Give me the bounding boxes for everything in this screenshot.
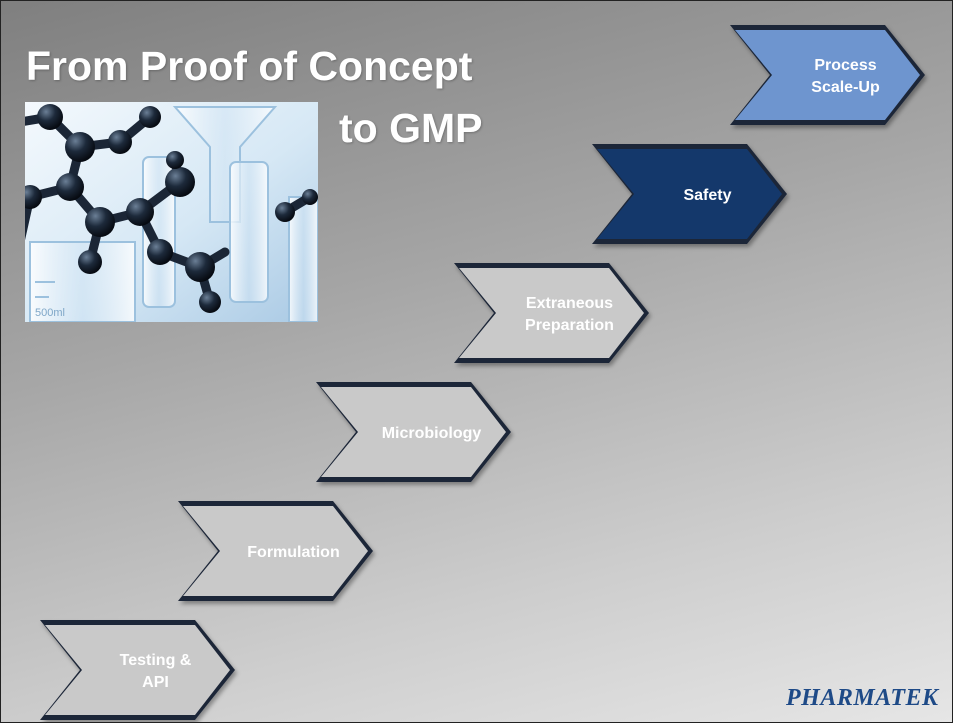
step-chevron-2: Formulation: [178, 501, 373, 601]
chevron-face: [321, 387, 506, 477]
step-label: Microbiology: [382, 425, 482, 442]
chevron-face: [459, 268, 644, 358]
step-label: Scale-Up: [811, 79, 880, 96]
step-label: Formulation: [247, 544, 339, 561]
chevron-face: [735, 30, 920, 120]
slide-title-line-2: to GMP: [339, 105, 483, 151]
pharmatek-logo: PHARMATEK: [786, 685, 939, 711]
step-label: Preparation: [525, 317, 614, 334]
chevron-face: [45, 625, 230, 715]
step-chevron-1: Testing & API: [40, 620, 235, 720]
step-chevron-3: Microbiology: [316, 382, 511, 482]
step-label: Safety: [683, 187, 731, 204]
chemistry-lab-photo: 500ml: [25, 102, 318, 322]
step-label: Process: [814, 57, 876, 74]
step-label: Extraneous: [526, 295, 613, 312]
chevron-face: [597, 149, 782, 239]
beaker-label: 500ml: [35, 307, 65, 319]
step-label: Testing &: [120, 652, 192, 669]
step-label: API: [142, 674, 169, 691]
slide-title-line-1: From Proof of Concept: [26, 43, 473, 89]
chevron-face: [183, 506, 368, 596]
step-chevron-5: Safety: [592, 144, 787, 244]
